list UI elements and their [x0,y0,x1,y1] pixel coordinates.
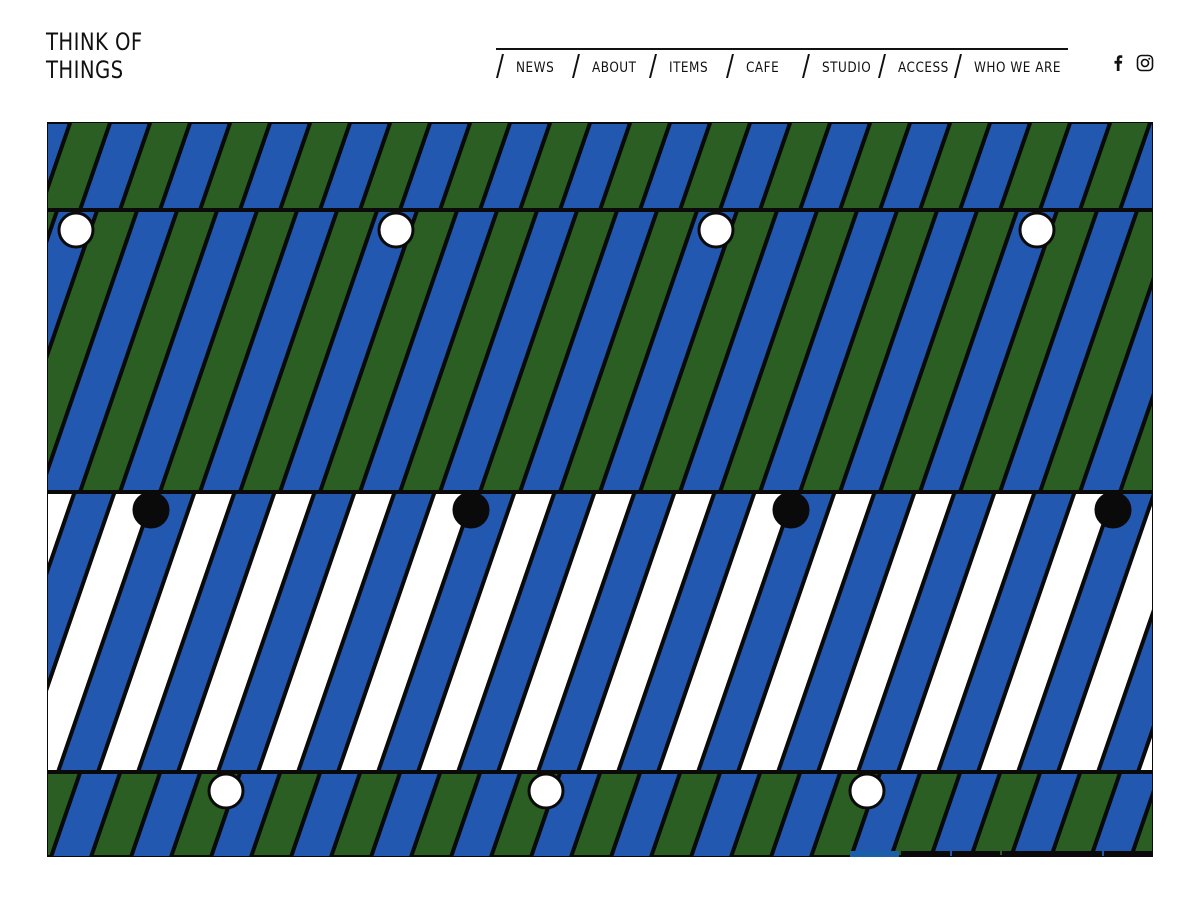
slider-dot[interactable] [1002,851,1052,857]
nav-item-studio[interactable]: STUDIO [802,52,878,78]
pattern-black-dot [132,491,170,529]
instagram-icon[interactable] [1136,54,1154,72]
nav-item-about[interactable]: ABOUT [572,52,649,78]
nav-item-items[interactable]: ITEMS [649,52,726,78]
nav-separator [802,54,810,78]
pattern-white-dot [848,772,886,810]
nav-item-news[interactable]: NEWS [496,52,572,78]
nav-item-label: ITEMS [669,60,709,76]
main-navigation: NEWS ABOUT ITEMS CAFE STUDIO ACCESS WHO … [496,48,1068,78]
nav-item-label: ACCESS [898,60,949,76]
logo-line-2: THINGS [46,56,124,84]
pattern-stripe [1129,787,1153,857]
slider-dot[interactable] [1104,851,1153,857]
hero-pattern-illustration [47,122,1153,857]
pattern-black-dot [1094,491,1132,529]
pattern-white-dot [377,211,415,249]
slider-dot[interactable] [951,851,1001,857]
nav-separator [572,54,580,78]
facebook-icon[interactable] [1113,54,1123,72]
pattern-black-dot [772,491,810,529]
nav-item-label: CAFE [746,60,780,76]
slider-pagination [850,851,1153,857]
pattern-black-dot [452,491,490,529]
nav-item-label: WHO WE ARE [974,60,1061,76]
nav-separator [878,54,886,78]
nav-item-label: ABOUT [592,60,637,76]
hero-banner [47,122,1153,857]
nav-separator [496,54,504,78]
pattern-white-dot [57,211,95,249]
pattern-stripe [47,208,60,246]
nav-item-who-we-are[interactable]: WHO WE ARE [954,52,1068,78]
pattern-white-dot [697,211,735,249]
pattern-white-dot [527,772,565,810]
nav-separator [649,54,657,78]
pattern-white-dot [1018,211,1056,249]
nav-item-cafe[interactable]: CAFE [726,52,802,78]
nav-item-access[interactable]: ACCESS [878,52,954,78]
slider-dot[interactable] [850,851,899,857]
slider-dot[interactable] [1053,851,1103,857]
nav-separator [726,54,734,78]
pattern-stripe [1118,122,1153,212]
nav-separator [954,54,962,78]
nav-item-label: STUDIO [822,60,872,76]
logo-line-1: THINK OF [46,28,143,56]
pattern-stripe [47,122,73,196]
nav-item-label: NEWS [516,60,555,76]
slider-dot[interactable] [900,851,950,857]
pattern-white-dot [207,772,245,810]
site-logo[interactable]: THINK OF THINGS [46,28,143,84]
